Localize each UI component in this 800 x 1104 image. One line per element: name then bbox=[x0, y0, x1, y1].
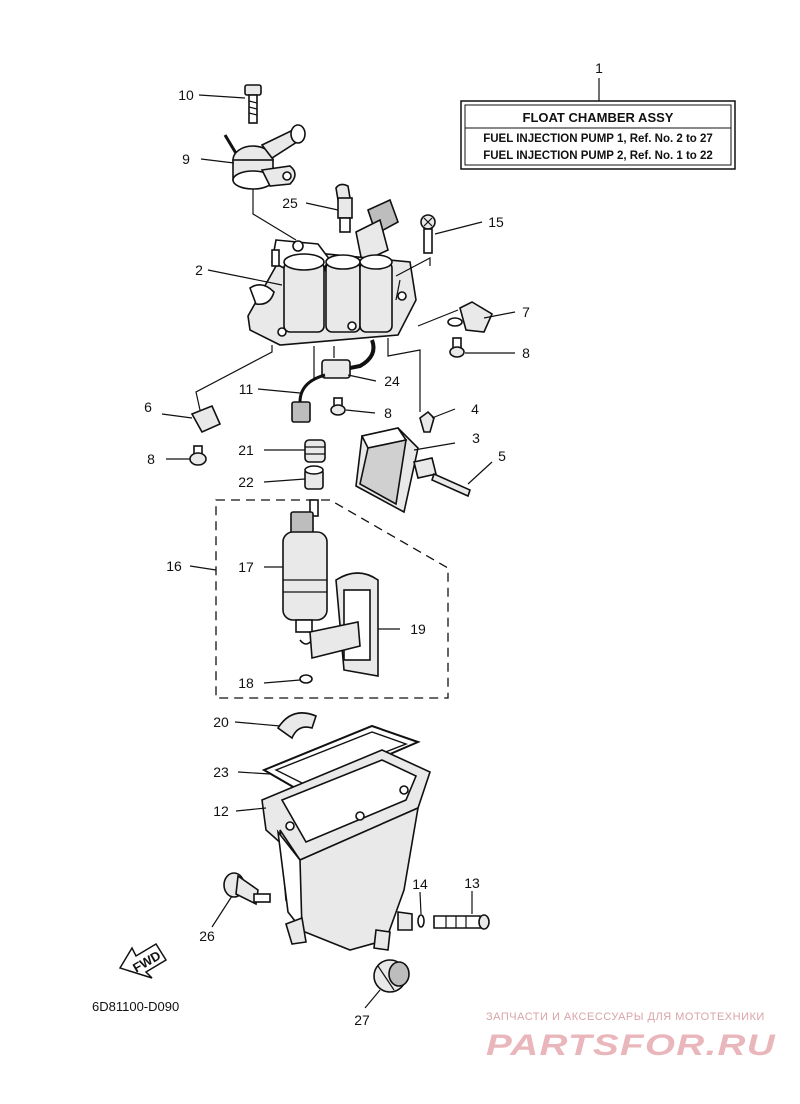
callout-19: 19 bbox=[410, 621, 426, 637]
part-8-bolt-left bbox=[189, 445, 207, 466]
part-26-plug bbox=[223, 872, 271, 906]
leader-lines bbox=[161, 94, 516, 1009]
part-7-clip bbox=[447, 301, 494, 333]
part-12-float-chamber bbox=[261, 749, 431, 951]
callout-17: 17 bbox=[238, 559, 254, 575]
group-16-outline bbox=[215, 499, 449, 699]
part-18-clip bbox=[299, 674, 313, 684]
part-13-screw bbox=[433, 914, 490, 930]
diagram-code: 6D81100-D090 bbox=[92, 999, 179, 1014]
callout-16: 16 bbox=[166, 558, 182, 574]
callout-26: 26 bbox=[199, 928, 215, 944]
part-10-bolt bbox=[244, 84, 262, 124]
part-15-screw bbox=[420, 214, 436, 254]
callout-22: 22 bbox=[238, 474, 254, 490]
callout-2: 2 bbox=[195, 262, 203, 278]
header-line-1: FUEL INJECTION PUMP 1, Ref. No. 2 to 27 bbox=[483, 133, 713, 145]
watermark-tagline: ЗАПЧАСТИ И АКСЕССУАРЫ ДЛЯ МОТОТЕХНИКИ bbox=[486, 1011, 765, 1023]
part-11-wire bbox=[291, 373, 326, 423]
part-27-grommet bbox=[373, 959, 410, 993]
callout-1: 1 bbox=[595, 60, 603, 76]
part-25-sensor bbox=[335, 183, 353, 233]
part-23-gasket bbox=[261, 724, 421, 794]
callout-15: 15 bbox=[488, 214, 504, 230]
callout-7: 7 bbox=[522, 304, 530, 320]
part-8-bolt-mid bbox=[330, 397, 346, 416]
part-2-connector bbox=[355, 198, 399, 264]
fwd-arrow: FWD bbox=[118, 942, 168, 979]
callout-3: 3 bbox=[472, 430, 480, 446]
part-9-regulator bbox=[223, 124, 306, 190]
callout-9: 9 bbox=[182, 151, 190, 167]
callout-21: 21 bbox=[238, 442, 254, 458]
watermark-brand: PARTSFOR.RU bbox=[486, 1029, 776, 1062]
callout-4: 4 bbox=[471, 401, 479, 417]
callout-14: 14 bbox=[412, 876, 428, 892]
callout-18: 18 bbox=[238, 675, 254, 691]
part-22-spacer bbox=[304, 465, 324, 490]
header-line-2: FUEL INJECTION PUMP 2, Ref. No. 1 to 22 bbox=[483, 150, 713, 162]
part-20-clip bbox=[276, 712, 317, 740]
part-5-pin bbox=[431, 472, 471, 498]
callout-5: 5 bbox=[498, 448, 506, 464]
callout-20: 20 bbox=[213, 714, 229, 730]
part-2-top-cover bbox=[247, 239, 417, 346]
part-8-bolt-right bbox=[449, 337, 465, 358]
part-24-clamp bbox=[321, 339, 376, 379]
part-17-fuel-pump bbox=[282, 499, 328, 645]
header-title: FLOAT CHAMBER ASSY bbox=[523, 110, 674, 125]
callout-6: 6 bbox=[144, 399, 152, 415]
part-19-bracket bbox=[309, 572, 379, 677]
watermark: ЗАПЧАСТИ И АКСЕССУАРЫ ДЛЯ МОТОТЕХНИКИ PA… bbox=[486, 1011, 776, 1062]
callout-25: 25 bbox=[282, 195, 298, 211]
part-4-screw bbox=[419, 410, 435, 433]
part-3-cover bbox=[355, 427, 437, 514]
header-box: 1 FLOAT CHAMBER ASSY FUEL INJECTION PUMP… bbox=[460, 60, 736, 170]
callout-13: 13 bbox=[464, 875, 480, 891]
callout-27: 27 bbox=[354, 1012, 370, 1028]
callout-8-left: 8 bbox=[147, 451, 155, 467]
callouts: 10 9 25 15 2 7 8 11 24 6 8 4 3 21 5 8 22… bbox=[144, 87, 530, 1028]
callout-10: 10 bbox=[178, 87, 194, 103]
callout-12: 12 bbox=[213, 803, 229, 819]
callout-11: 11 bbox=[239, 381, 254, 397]
part-14-o-ring bbox=[417, 914, 425, 928]
callout-24: 24 bbox=[384, 373, 400, 389]
callout-23: 23 bbox=[213, 764, 229, 780]
part-6-clip bbox=[190, 404, 222, 434]
callout-8-mid: 8 bbox=[384, 405, 392, 421]
callout-8-right: 8 bbox=[522, 345, 530, 361]
part-21-filter bbox=[304, 439, 326, 463]
